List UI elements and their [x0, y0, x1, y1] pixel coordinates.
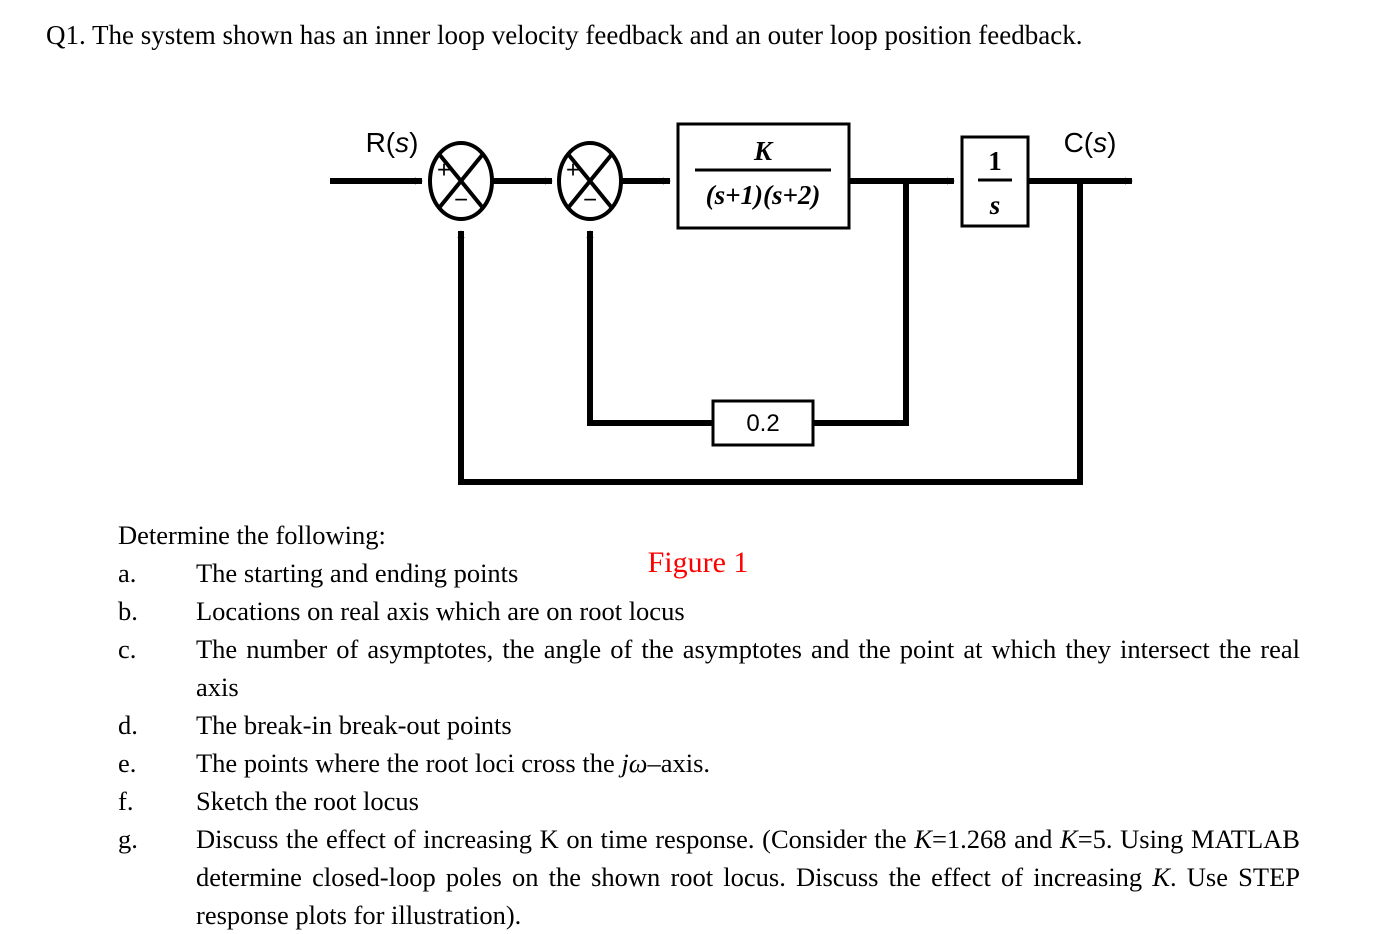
question-body: Determine the following: a. The starting… — [118, 516, 1300, 934]
list-item: b. Locations on real axis which are on r… — [118, 592, 1300, 630]
outer-feedback-path — [457, 181, 1083, 485]
figure-1-container: + − + − K (s+1)(s+2) 1 — [0, 100, 1396, 579]
feedback-gain-block: 0.2 — [711, 399, 815, 447]
gain-block-value: 0.2 — [746, 410, 779, 437]
list-item-text: The number of asymptotes, the angle of t… — [196, 634, 1300, 702]
list-item: d. The break-in break-out points — [118, 706, 1300, 744]
inner-feedback-takeoff-path — [813, 181, 909, 426]
list-item: f. Sketch the root locus — [118, 782, 1300, 820]
integrator-block: 1 s — [960, 135, 1030, 228]
list-item: g. Discuss the effect of increasing K on… — [118, 820, 1300, 934]
list-item-text: The starting and ending points — [196, 558, 519, 588]
plant-numerator: K — [753, 136, 774, 166]
list-item-text: Sketch the root locus — [196, 786, 419, 816]
summing-minus-sign: − — [583, 186, 597, 213]
list-item-marker: b. — [118, 596, 138, 626]
output-label: C(s) — [1064, 127, 1117, 158]
integrator-denominator: s — [989, 190, 1001, 220]
plant-transfer-function-block: K (s+1)(s+2) — [676, 122, 851, 230]
list-item-marker: c. — [118, 634, 137, 664]
list-item-marker: d. — [118, 710, 138, 740]
summing-plus-sign: + — [437, 156, 451, 183]
list-item: a. The starting and ending points — [118, 554, 1300, 592]
gain-block-outline — [711, 399, 815, 447]
figure-caption: Figure 1 — [647, 546, 749, 579]
summing-cross-line-2 — [437, 152, 485, 210]
list-item-marker: f. — [118, 786, 134, 816]
block-diagram: + − + − K (s+1)(s+2) 1 — [330, 122, 1133, 485]
summing-plus-sign: + — [566, 156, 580, 183]
integrator-numerator: 1 — [988, 146, 1002, 176]
inner-summing-junction: + − — [557, 141, 623, 221]
list-item-marker: e. — [118, 748, 137, 778]
list-item-marker: g. — [118, 824, 138, 854]
list-item-text: Locations on real axis which are on root… — [196, 596, 685, 626]
plant-denominator: (s+1)(s+2) — [706, 180, 821, 210]
list-item: c. The number of asymptotes, the angle o… — [118, 630, 1300, 706]
determine-intro: Determine the following: — [118, 520, 386, 550]
summing-minus-sign: − — [454, 186, 468, 213]
list-item-text: The points where the root loci cross the… — [196, 748, 711, 778]
plant-block-outline — [676, 122, 851, 230]
list-item-text: The break-in break-out points — [196, 710, 512, 740]
page-title: Q1. The system shown has an inner loop v… — [46, 20, 1083, 50]
output-label-text: C(s) — [1064, 127, 1117, 158]
input-label: R(s) — [366, 127, 419, 158]
list-item-marker: a. — [118, 558, 137, 588]
outer-summing-junction: + − — [428, 141, 494, 221]
list-item-text: Discuss the effect of increasing K on ti… — [196, 824, 1300, 930]
inner-feedback-to-sum2-path — [586, 230, 713, 426]
summing-cross-line-2 — [566, 152, 614, 210]
list-item: e. The points where the root loci cross … — [118, 744, 1300, 782]
input-label-text: R(s) — [366, 127, 419, 158]
